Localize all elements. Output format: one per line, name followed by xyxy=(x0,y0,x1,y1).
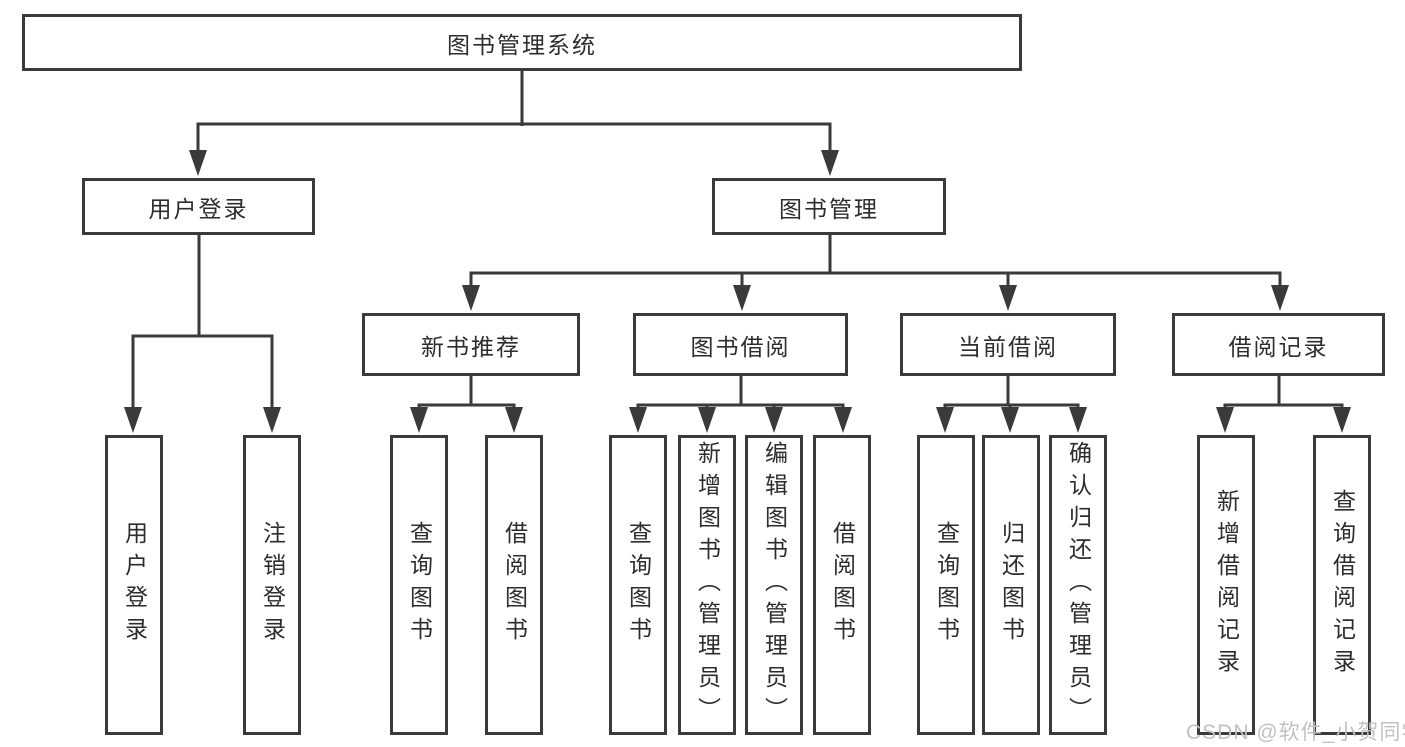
node-book-management-label: 图书管理 xyxy=(779,195,879,222)
arrow-down-icon xyxy=(1333,407,1351,433)
leaf-bb-query-books: 查询图书 xyxy=(609,435,667,735)
leaf-logout: 注销登录 xyxy=(243,435,301,735)
arrow-down-icon xyxy=(936,407,954,433)
line-branch-book-borrow xyxy=(636,403,845,410)
leaf-cb-confirm-return-admin-label: 确认归还（管理员） xyxy=(1065,441,1092,729)
node-book-borrowing-label: 图书借阅 xyxy=(690,333,791,360)
node-root: 图书管理系统 xyxy=(22,14,1022,71)
line-branch-borrow-record xyxy=(1223,403,1344,410)
line-branch-level3 xyxy=(469,271,1282,288)
leaf-bb-edit-book-admin: 编辑图书（管理员） xyxy=(745,435,803,735)
leaf-bb-add-book-admin: 新增图书（管理员） xyxy=(678,435,736,735)
leaf-logout-label: 注销登录 xyxy=(259,521,286,649)
leaf-nb-query-books-label: 查询图书 xyxy=(406,521,433,649)
leaf-cb-return-books: 归还图书 xyxy=(982,435,1040,735)
arrow-down-icon xyxy=(462,285,480,311)
watermark: CSDN @软件_小贺同学 xyxy=(1186,721,1405,744)
leaf-bb-add-book-admin-label: 新增图书（管理员） xyxy=(694,441,721,729)
leaf-user-login-label: 用户登录 xyxy=(121,521,148,649)
arrowhead-group xyxy=(124,150,1351,433)
node-borrowing-records-label: 借阅记录 xyxy=(1228,333,1329,360)
leaf-nb-query-books: 查询图书 xyxy=(390,435,448,735)
arrow-down-icon xyxy=(1001,407,1019,433)
leaf-bb-query-books-label: 查询图书 xyxy=(625,521,652,649)
node-new-book-recommendation-label: 新书推荐 xyxy=(421,333,521,360)
leaf-br-add-record: 新增借阅记录 xyxy=(1197,435,1255,735)
leaf-br-query-record: 查询借阅记录 xyxy=(1313,435,1371,735)
leaf-bb-borrow-books-label: 借阅图书 xyxy=(829,521,856,649)
leaf-cb-return-books-label: 归还图书 xyxy=(998,521,1025,649)
leaf-cb-confirm-return-admin: 确认归还（管理员） xyxy=(1049,435,1107,735)
arrow-down-icon xyxy=(821,150,839,176)
node-current-borrowing: 当前借阅 xyxy=(900,313,1116,376)
node-book-management: 图书管理 xyxy=(712,178,946,235)
leaf-user-login: 用户登录 xyxy=(105,435,163,735)
arrow-down-icon xyxy=(733,285,751,311)
leaf-nb-borrow-books: 借阅图书 xyxy=(485,435,543,735)
line-branch-level2 xyxy=(196,122,832,153)
leaf-br-add-record-label: 新增借阅记录 xyxy=(1213,489,1240,681)
arrow-down-icon xyxy=(999,285,1017,311)
arrow-down-icon xyxy=(1069,407,1087,433)
node-new-book-recommendation: 新书推荐 xyxy=(362,313,580,376)
arrow-down-icon xyxy=(765,407,783,433)
node-user-login: 用户登录 xyxy=(82,178,315,235)
leaf-cb-query-books: 查询图书 xyxy=(917,435,975,735)
leaf-bb-borrow-books: 借阅图书 xyxy=(813,435,871,735)
line-branch-new-book xyxy=(417,403,516,410)
leaf-nb-borrow-books-label: 借阅图书 xyxy=(501,521,528,649)
arrow-down-icon xyxy=(698,407,716,433)
node-root-label: 图书管理系统 xyxy=(447,31,597,58)
arrow-down-icon xyxy=(629,407,647,433)
node-book-borrowing: 图书借阅 xyxy=(633,313,848,376)
arrow-down-icon xyxy=(263,407,281,433)
leaf-cb-query-books-label: 查询图书 xyxy=(933,521,960,649)
node-borrowing-records: 借阅记录 xyxy=(1172,313,1385,376)
leaf-br-query-record-label: 查询借阅记录 xyxy=(1329,489,1356,681)
node-current-borrowing-label: 当前借阅 xyxy=(958,333,1058,360)
line-branch-user-login xyxy=(131,334,274,410)
leaf-bb-edit-book-admin-label: 编辑图书（管理员） xyxy=(761,441,788,729)
arrow-down-icon xyxy=(505,407,523,433)
arrow-down-icon xyxy=(834,407,852,433)
arrow-down-icon xyxy=(189,150,207,176)
arrow-down-icon xyxy=(1271,285,1289,311)
arrow-down-icon xyxy=(124,407,142,433)
node-user-login-label: 用户登录 xyxy=(148,195,249,222)
arrow-down-icon xyxy=(410,407,428,433)
arrow-down-icon xyxy=(1216,407,1234,433)
